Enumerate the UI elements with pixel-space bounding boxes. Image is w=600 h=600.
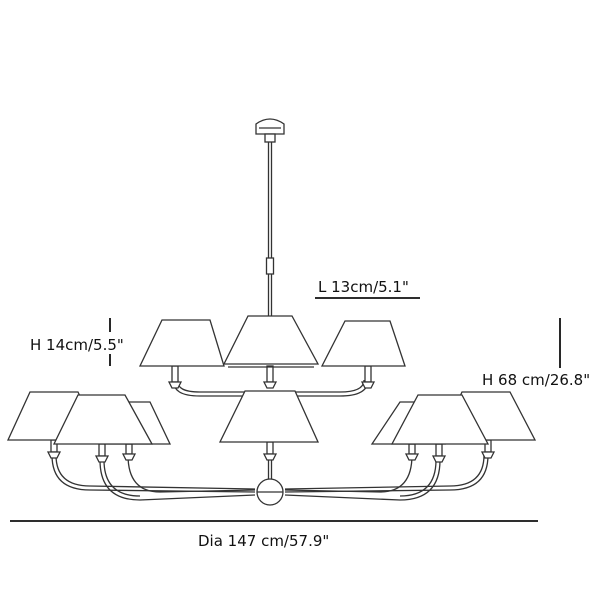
total-height-label: H 68 cm/26.8" [482, 371, 591, 389]
shade-height-label: H 14cm/5.5" [30, 336, 124, 354]
lamp-shade [218, 390, 320, 443]
diameter-label: Dia 147 cm/57.9" [198, 532, 330, 550]
stem [265, 142, 275, 318]
lower-arms [51, 440, 489, 501]
shade-length-label: L 13cm/5.1" [318, 278, 409, 296]
lamp-shade [222, 315, 320, 365]
dimension-lines [10, 297, 561, 522]
lamp-shade [320, 320, 406, 367]
lamp-shade [390, 394, 490, 445]
lamp-shade [52, 394, 154, 445]
candle-holders [46, 365, 496, 463]
center-ball [256, 478, 284, 506]
lamp-shades [6, 315, 537, 445]
lamp-shade [138, 319, 225, 367]
canopy [255, 118, 285, 143]
